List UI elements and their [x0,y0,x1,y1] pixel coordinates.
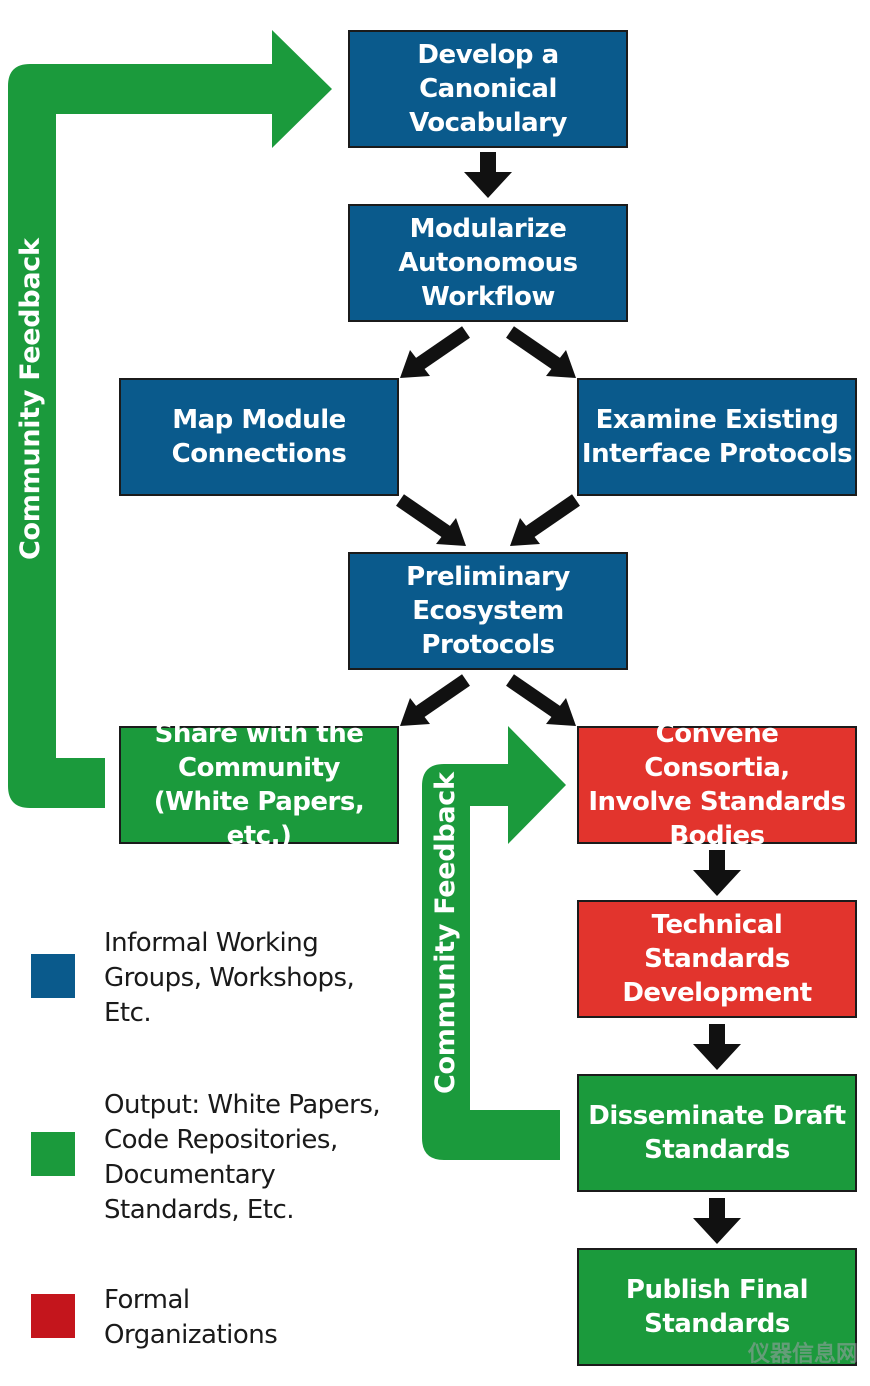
technical-standards-box: Technical Standards Development [577,900,857,1018]
convene-consortia-box: Convene Consortia, Involve Standards Bod… [577,719,857,851]
develop-vocabulary-box: Develop a Canonical Vocabulary [348,30,628,148]
preliminary-protocols-box: Preliminary Ecosystem Protocols [348,552,628,670]
arrow-modularize-to-map [400,326,470,378]
arrow-preliminary-to-convene [506,674,576,726]
watermark-logo: 仪器信息网 [747,1342,858,1367]
inner-feedback-label: Community Feedback [430,772,461,1094]
legend-label-output: Output: White Papers, Code Repositories,… [104,1090,381,1225]
examine-interface-protocols-box: Examine Existing Interface Protocols [577,378,857,496]
share-with-community-box: Share with the Community (White Papers, … [119,719,399,851]
arrow-modularize-to-examine [506,326,576,378]
disseminate-draft-box: Disseminate Draft Standards [577,1074,857,1192]
outer-feedback-label: Community Feedback [15,238,46,560]
legend-swatch-output [31,1132,75,1176]
legend-label-formal: Formal Organizations [104,1285,278,1350]
legend-swatch-informal [31,954,75,998]
legend-label-informal: Informal Working Groups, Workshops, Etc. [104,928,355,1028]
arrow-convene-to-technical [693,850,741,896]
arrow-technical-to-disseminate [693,1024,741,1070]
arrow-vocab-to-modularize [464,152,512,198]
map-module-connections-box: Map Module Connections [119,378,399,496]
arrow-map-to-preliminary [396,494,466,546]
legend-swatch-formal [31,1294,75,1338]
arrow-examine-to-preliminary [510,494,580,546]
inner-feedback-arrow [422,726,566,1160]
publish-final-box: Publish Final Standards [577,1248,857,1366]
arrow-preliminary-to-share [400,674,470,726]
modularize-workflow-box: Modularize Autonomous Workflow [348,204,628,322]
arrow-disseminate-to-publish [693,1198,741,1244]
outer-feedback-arrow [8,30,332,808]
